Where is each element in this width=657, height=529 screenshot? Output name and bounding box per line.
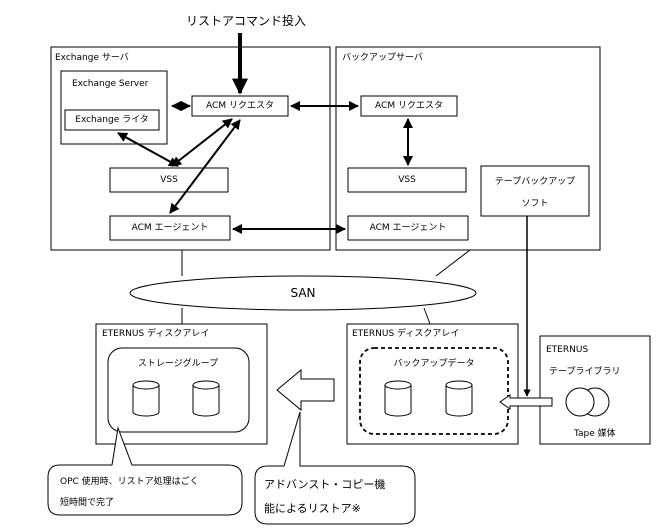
acm-requester-left-box (191, 95, 289, 117)
tape-media-icon (565, 387, 610, 417)
exchange-server-title: Exchange サーバ (55, 53, 129, 63)
vss-right-label: VSS (398, 175, 416, 185)
tape-backup-software-box (480, 165, 590, 217)
disk-cylinder-1 (132, 380, 160, 417)
san-link-backup (435, 249, 471, 277)
acm-agent-right-box (347, 215, 469, 241)
disk-cylinder-2 (192, 380, 220, 417)
requester-agent-connector (169, 119, 241, 214)
writer-vss-connector (117, 132, 179, 167)
exchange-server-inner-title: Exchange Server (72, 79, 149, 89)
callout-opc-line2: 短時間で完了 (60, 498, 115, 508)
restore-command-label: リストアコマンド投入 (186, 14, 307, 28)
vss-left-label: VSS (160, 175, 178, 185)
exchange-writer-label: Exchange ライタ (75, 115, 149, 125)
disk-array-right-title: ETERNUS ディスクアレイ (352, 329, 460, 339)
disk-cylinder-4 (445, 380, 473, 417)
san-link-disk-right (423, 307, 431, 325)
disk-array-left-title: ETERNUS ディスクアレイ (102, 329, 210, 339)
acm-requester-right-label: ACM リクエスタ (375, 101, 443, 111)
san-ellipse (129, 275, 477, 311)
backup-server-title: バックアップサーバ (342, 53, 423, 63)
tape-library-label: テープライブラリ (549, 367, 621, 377)
acm-agent-left-box (109, 215, 231, 241)
tape-software-label-line2: ソフト (521, 199, 549, 209)
callout-advanced-copy (254, 411, 416, 525)
callout-opc (47, 426, 243, 516)
exchange-writer-box (64, 109, 160, 131)
tape-unit-title: ETERNUS (546, 345, 589, 355)
vss-right-box (347, 167, 467, 193)
tape-software-label-line1: テープバックアップ (494, 177, 576, 187)
acm-agent-right-label: ACM エージェント (369, 223, 447, 233)
backup-data-label: バックアップデータ (393, 359, 475, 369)
acm-requester-left-label: ACM リクエスタ (206, 101, 274, 111)
san-label: SAN (290, 286, 316, 300)
tape-media-label: Tape 媒体 (574, 429, 616, 439)
exchange-server-inner-box (60, 70, 168, 145)
callout-advanced-line1: アドバンスト・コピー機 (264, 478, 386, 491)
callout-advanced-line2: 能によるリストア※ (264, 502, 361, 515)
acm-agent-left-label: ACM エージェント (131, 223, 209, 233)
tape-to-disk-arrow (499, 394, 553, 410)
callout-opc-line1: OPC 使用時、リストア処理はごく (60, 477, 199, 487)
disk-cylinder-3 (384, 380, 412, 417)
restore-direction-arrow (276, 368, 335, 412)
storage-group-label: ストレージグループ (137, 359, 219, 369)
acm-requester-right-box (360, 95, 458, 117)
